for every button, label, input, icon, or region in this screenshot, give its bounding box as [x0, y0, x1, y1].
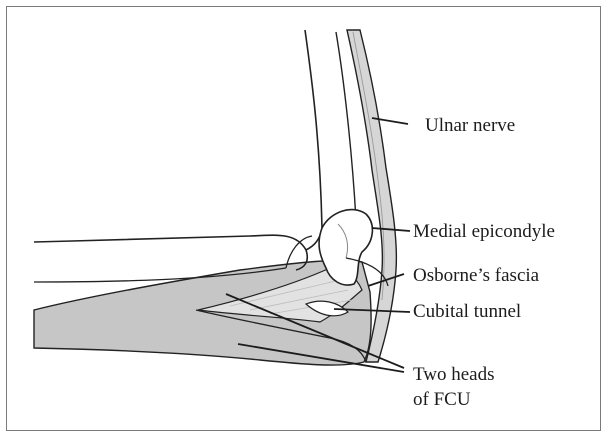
upper-arm-outline [305, 30, 322, 250]
label-two-heads-line1: Two heads [413, 364, 495, 386]
forearm-upper-outline [34, 235, 307, 270]
label-medial-epicondyle: Medial epicondyle [413, 221, 555, 243]
label-cubital-tunnel: Cubital tunnel [413, 301, 521, 323]
label-osbornes-fascia: Osborne’s fascia [413, 265, 539, 287]
label-ulnar-nerve: Ulnar nerve [425, 115, 515, 137]
label-two-heads-line2: of FCU [413, 389, 471, 411]
